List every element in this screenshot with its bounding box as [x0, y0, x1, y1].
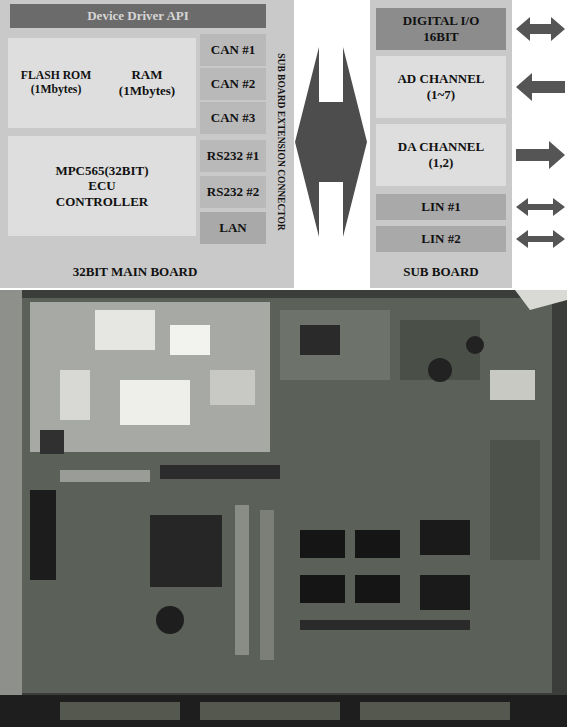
input-arrow	[516, 73, 565, 101]
capacitor	[428, 358, 452, 382]
component	[40, 430, 64, 454]
box-label: RS232 #2	[207, 184, 259, 200]
io-box: LIN #1	[376, 194, 506, 220]
chip	[420, 575, 470, 610]
controller-box: MPC565(32BIT) ECU CONTROLLER	[8, 136, 196, 236]
box-label: DIGITAL I/O 16BIT	[391, 13, 491, 44]
memory-box: FLASH ROM (1Mbytes)	[8, 38, 104, 128]
component	[60, 370, 90, 420]
chip	[300, 325, 340, 355]
box-label: LIN #1	[421, 199, 460, 215]
io-box: AD CHANNEL (1~7)	[376, 56, 506, 118]
io-box: DIGITAL I/O 16BIT	[376, 8, 506, 50]
pcb	[22, 298, 552, 693]
box-label: DA CHANNEL (1,2)	[391, 139, 491, 170]
io-box: DA CHANNEL (1,2)	[376, 124, 506, 186]
case-edge	[0, 290, 22, 727]
chip	[355, 530, 400, 558]
diagram-stage: 32BIT MAIN BOARD Device Driver API FLASH R…	[0, 0, 567, 290]
box-label: FLASH ROM (1Mbytes)	[8, 69, 104, 97]
board-label: SUB BOARD	[370, 264, 512, 280]
header-row	[160, 465, 280, 479]
component	[95, 310, 155, 350]
connector	[30, 490, 56, 580]
capacitor	[466, 336, 484, 354]
photo-ground	[0, 290, 567, 727]
api-band: Device Driver API	[10, 4, 266, 28]
processor-chip	[150, 515, 222, 587]
connector	[60, 702, 180, 720]
connector	[200, 702, 340, 720]
component	[120, 380, 190, 425]
vertical-label: SUB BOARD EXTENSION CONNECTOR	[276, 53, 286, 230]
board-label: 32BIT MAIN BOARD	[0, 264, 270, 280]
bidirectional-arrow	[516, 17, 565, 41]
port-box: CAN #3	[200, 102, 266, 134]
box-label: Device Driver API	[87, 8, 189, 24]
bidirectional-arrow	[516, 198, 565, 216]
box-label: MPC565(32BIT) ECU CONTROLLER	[42, 163, 162, 210]
header-column	[235, 505, 249, 655]
bright-area	[30, 302, 270, 452]
box-label: RS232 #1	[207, 148, 259, 164]
component	[170, 325, 210, 355]
block-arrow	[295, 47, 367, 237]
bidirectional-arrow	[516, 230, 565, 248]
box-label: AD CHANNEL (1~7)	[391, 71, 491, 102]
bottom-connectors	[0, 695, 567, 727]
connector	[490, 370, 535, 400]
main-board-panel: 32BIT MAIN BOARD Device Driver API FLASH R…	[0, 0, 294, 288]
box-label: CAN #2	[211, 76, 255, 92]
connector	[360, 702, 510, 720]
chip	[420, 520, 470, 555]
port-box: CAN #1	[200, 34, 266, 66]
box-label: CAN #3	[211, 110, 255, 126]
connector-strip: SUB BOARD EXTENSION CONNECTOR	[270, 24, 292, 260]
output-arrow	[516, 141, 565, 169]
port-box: RS232 #1	[200, 140, 266, 172]
port-box: RS232 #2	[200, 176, 266, 208]
memory-box: RAM (1Mbytes)	[98, 38, 196, 128]
chip	[300, 530, 345, 558]
component	[280, 310, 390, 380]
header-row	[60, 470, 150, 482]
box-label: CAN #1	[211, 42, 255, 58]
chip	[355, 575, 400, 603]
component	[210, 370, 255, 405]
chip	[300, 575, 345, 603]
io-box: LIN #2	[376, 226, 506, 252]
connector	[156, 606, 184, 634]
box-label: LAN	[219, 220, 246, 236]
box-label: RAM (1Mbytes)	[107, 67, 187, 98]
header-column	[260, 510, 274, 660]
component	[490, 440, 540, 560]
box-label: LIN #2	[421, 231, 460, 247]
sub-board-panel: SUB BOARD DIGITAL I/O 16BIT AD CHANNEL (1~…	[370, 0, 512, 288]
port-box: LAN	[200, 212, 266, 244]
port-box: CAN #2	[200, 68, 266, 100]
board-photo	[0, 290, 567, 727]
cable	[515, 290, 567, 310]
header-row	[300, 620, 470, 630]
